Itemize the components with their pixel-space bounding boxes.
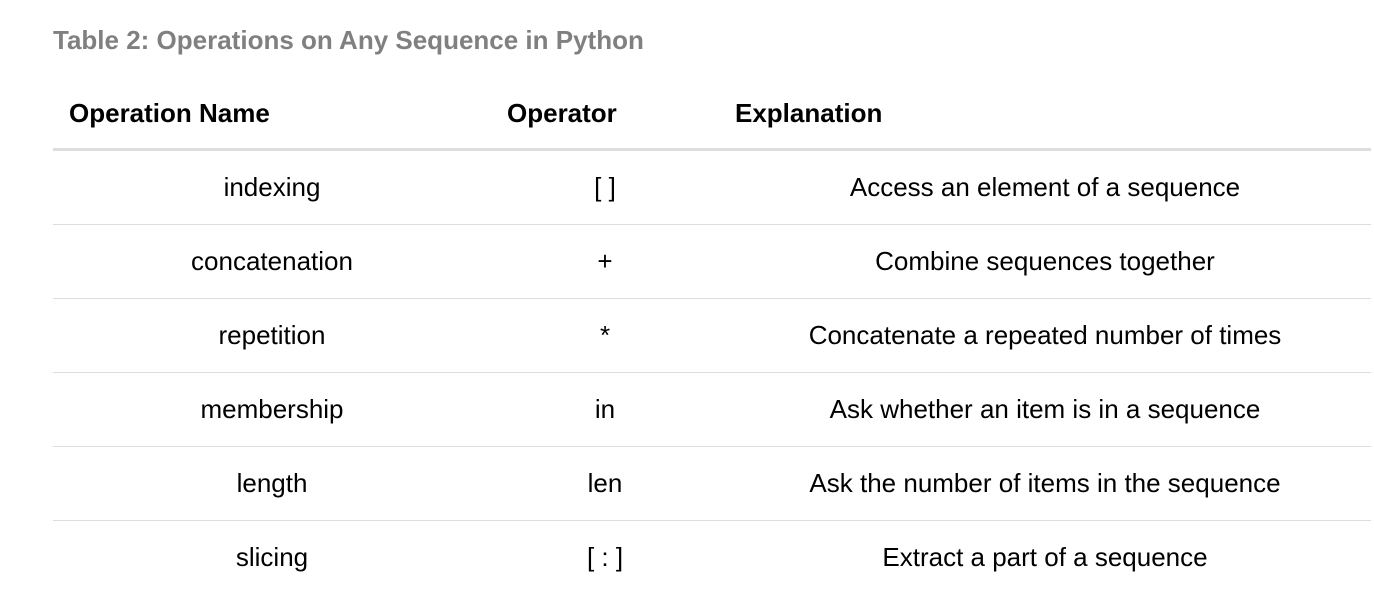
explanation-cell: Access an element of a sequence	[719, 149, 1371, 225]
operation-name-cell: length	[53, 446, 491, 521]
header-explanation: Explanation	[719, 78, 1371, 151]
table-row: concatenation + Combine sequences togeth…	[53, 224, 1371, 299]
table-row: length len Ask the number of items in th…	[53, 446, 1371, 521]
explanation-cell: Extract a part of a sequence	[882, 542, 1208, 572]
table-row: repetition * Concatenate a repeated numb…	[53, 298, 1371, 373]
operation-name-cell: slicing	[235, 542, 309, 572]
explanation-cell: Concatenate a repeated number of times	[719, 298, 1371, 373]
table-row: slicing [ : ] Extract a part of a sequen…	[53, 521, 1371, 595]
operator-cell: len	[491, 446, 719, 521]
explanation-cell: Ask whether an item is in a sequence	[719, 372, 1371, 447]
sequence-operations-table: Operation Name Operator Explanation inde…	[53, 78, 1371, 594]
explanation-cell: Combine sequences together	[719, 224, 1371, 299]
table-row: indexing [ ] Access an element of a sequ…	[53, 149, 1371, 225]
table-header-row: Operation Name Operator Explanation	[53, 78, 1371, 151]
table-row: membership in Ask whether an item is in …	[53, 372, 1371, 447]
operation-name-cell: membership	[53, 372, 491, 447]
table-caption: Table 2: Operations on Any Sequence in P…	[53, 25, 644, 55]
operator-cell: *	[491, 298, 719, 373]
operation-name-cell: repetition	[53, 298, 491, 373]
operator-cell: +	[491, 224, 719, 299]
operation-name-cell: concatenation	[53, 224, 491, 299]
header-operator: Operator	[491, 78, 719, 151]
operator-cell: [ : ]	[586, 542, 624, 572]
explanation-cell: Ask the number of items in the sequence	[719, 446, 1371, 521]
header-operation-name: Operation Name	[53, 78, 491, 151]
operator-cell: in	[491, 372, 719, 447]
operator-cell: [ ]	[491, 149, 719, 225]
operation-name-cell: indexing	[53, 149, 491, 225]
